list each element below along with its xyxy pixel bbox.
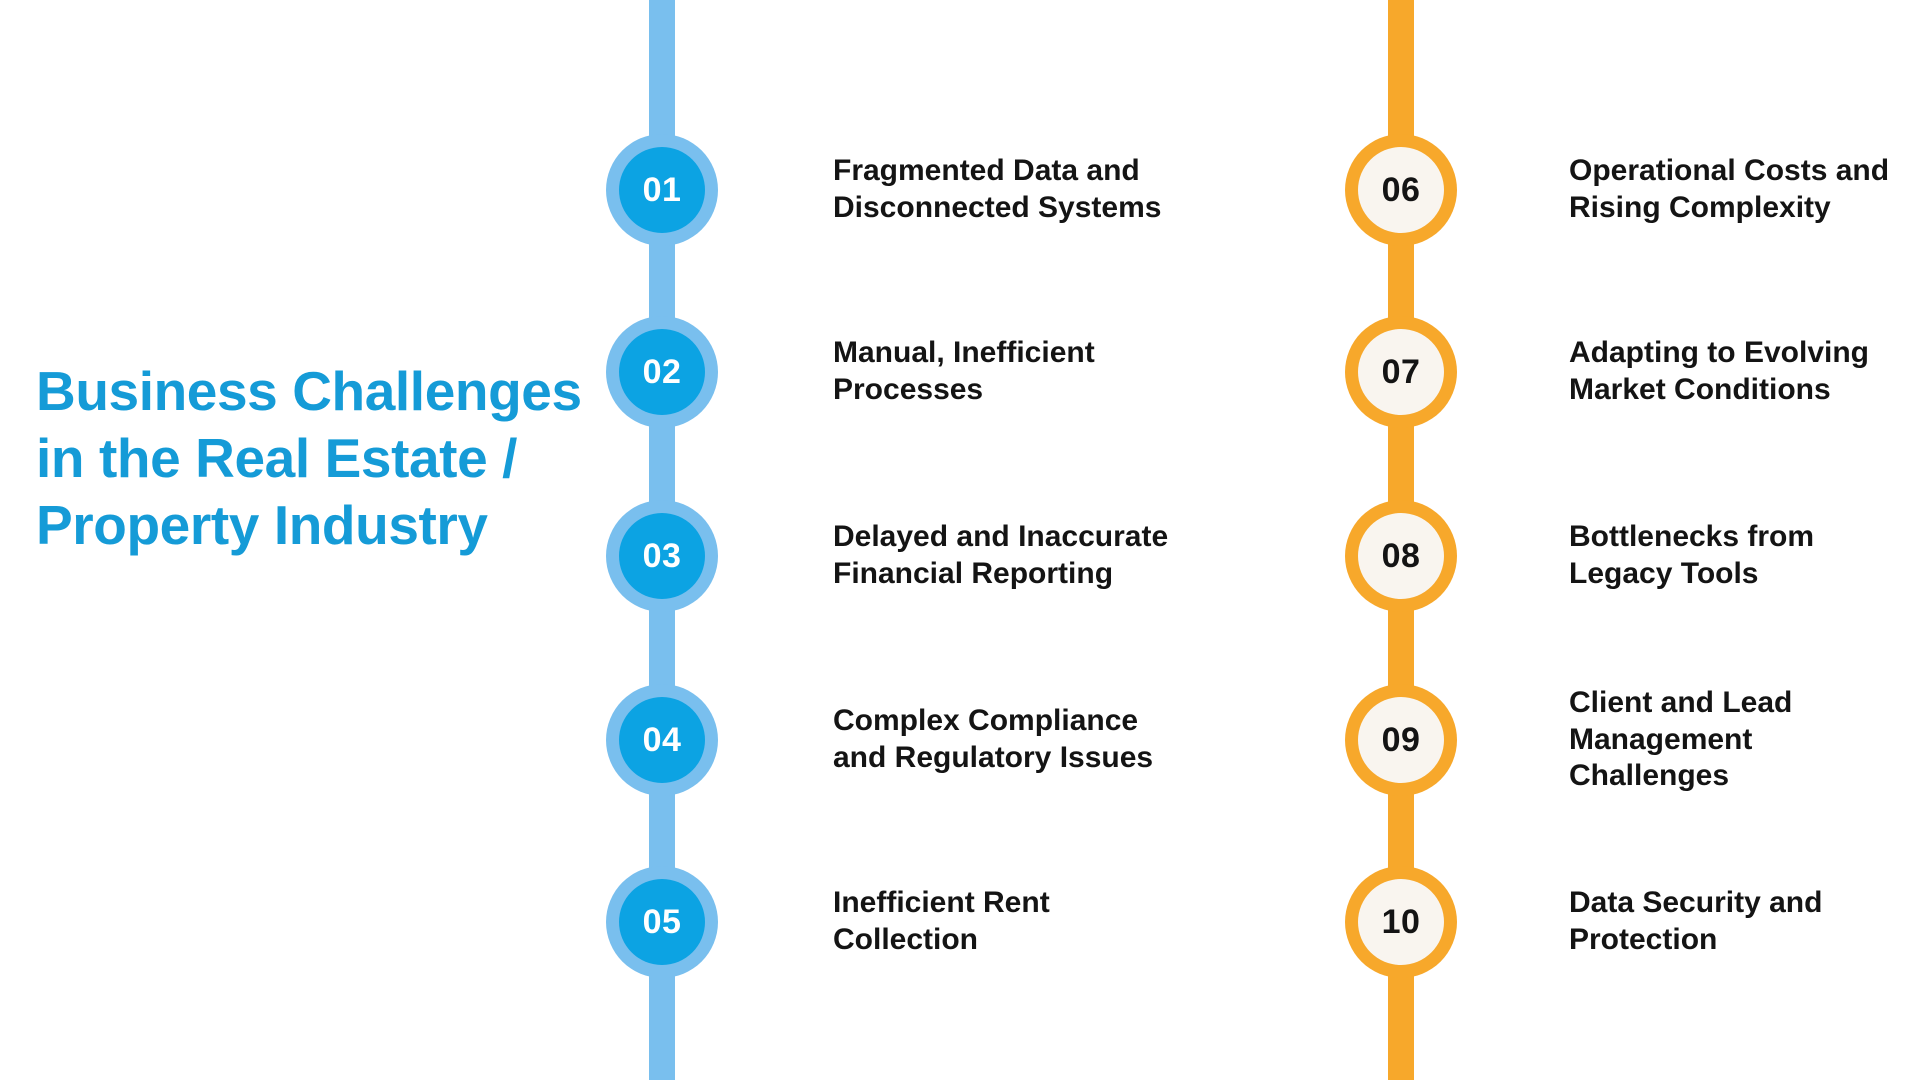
node-badge-02[interactable]: 02 xyxy=(606,316,718,428)
timeline-item-09[interactable]: 09 Client and Lead Management Challenges xyxy=(1270,684,1920,796)
timeline-item-04[interactable]: 04 Complex Compliance and Regulatory Iss… xyxy=(530,684,1190,796)
node-number-05: 05 xyxy=(642,903,682,941)
node-inner-04: 04 xyxy=(619,697,705,783)
node-inner-05: 05 xyxy=(619,879,705,965)
node-inner-09: 09 xyxy=(1358,697,1444,783)
page-title: Business Challenges in the Real Estate /… xyxy=(36,360,582,557)
node-number-07: 07 xyxy=(1381,353,1421,391)
item-label-05: Inefficient Rent Collection xyxy=(833,886,1050,956)
node-number-08: 08 xyxy=(1381,537,1421,575)
item-label-08: Bottlenecks from Legacy Tools xyxy=(1569,520,1815,590)
timeline-column-left: 01 Fragmented Data and Disconnected Syst… xyxy=(530,0,1190,1080)
node-number-01: 01 xyxy=(642,171,682,209)
timeline-item-02[interactable]: 02 Manual, Inefficient Processes xyxy=(530,316,1190,428)
node-badge-10[interactable]: 10 xyxy=(1345,866,1457,978)
item-label-09: Client and Lead Management Challenges xyxy=(1569,686,1793,793)
item-label-07: Adapting to Evolving Market Conditions xyxy=(1569,336,1869,406)
item-label-06: Operational Costs and Rising Complexity xyxy=(1569,154,1890,224)
timeline-item-05[interactable]: 05 Inefficient Rent Collection xyxy=(530,866,1190,978)
node-inner-03: 03 xyxy=(619,513,705,599)
item-label-04: Complex Compliance and Regulatory Issues xyxy=(833,704,1154,774)
node-number-04: 04 xyxy=(642,721,682,759)
node-inner-10: 10 xyxy=(1358,879,1444,965)
node-badge-04[interactable]: 04 xyxy=(606,684,718,796)
node-badge-05[interactable]: 05 xyxy=(606,866,718,978)
title-block: Business Challenges in the Real Estate /… xyxy=(36,358,596,559)
timeline-item-03[interactable]: 03 Delayed and Inaccurate Financial Repo… xyxy=(530,500,1190,612)
node-number-03: 03 xyxy=(642,537,682,575)
node-inner-07: 07 xyxy=(1358,329,1444,415)
item-label-01: Fragmented Data and Disconnected Systems xyxy=(833,154,1162,224)
item-label-02: Manual, Inefficient Processes xyxy=(833,336,1095,406)
timeline-item-07[interactable]: 07 Adapting to Evolving Market Condition… xyxy=(1270,316,1920,428)
node-number-10: 10 xyxy=(1381,903,1421,941)
node-badge-06[interactable]: 06 xyxy=(1345,134,1457,246)
node-badge-07[interactable]: 07 xyxy=(1345,316,1457,428)
node-number-06: 06 xyxy=(1381,171,1421,209)
node-inner-01: 01 xyxy=(619,147,705,233)
node-number-02: 02 xyxy=(642,353,682,391)
node-badge-01[interactable]: 01 xyxy=(606,134,718,246)
timeline-column-right: 06 Operational Costs and Rising Complexi… xyxy=(1270,0,1920,1080)
node-inner-08: 08 xyxy=(1358,513,1444,599)
node-badge-08[interactable]: 08 xyxy=(1345,500,1457,612)
node-badge-09[interactable]: 09 xyxy=(1345,684,1457,796)
timeline-item-08[interactable]: 08 Bottlenecks from Legacy Tools xyxy=(1270,500,1920,612)
node-inner-06: 06 xyxy=(1358,147,1444,233)
node-number-09: 09 xyxy=(1381,721,1421,759)
item-label-10: Data Security and Protection xyxy=(1569,886,1823,956)
timeline-item-06[interactable]: 06 Operational Costs and Rising Complexi… xyxy=(1270,134,1920,246)
node-badge-03[interactable]: 03 xyxy=(606,500,718,612)
timeline-item-10[interactable]: 10 Data Security and Protection xyxy=(1270,866,1920,978)
timeline-item-01[interactable]: 01 Fragmented Data and Disconnected Syst… xyxy=(530,134,1190,246)
node-inner-02: 02 xyxy=(619,329,705,415)
item-label-03: Delayed and Inaccurate Financial Reporti… xyxy=(833,520,1169,590)
